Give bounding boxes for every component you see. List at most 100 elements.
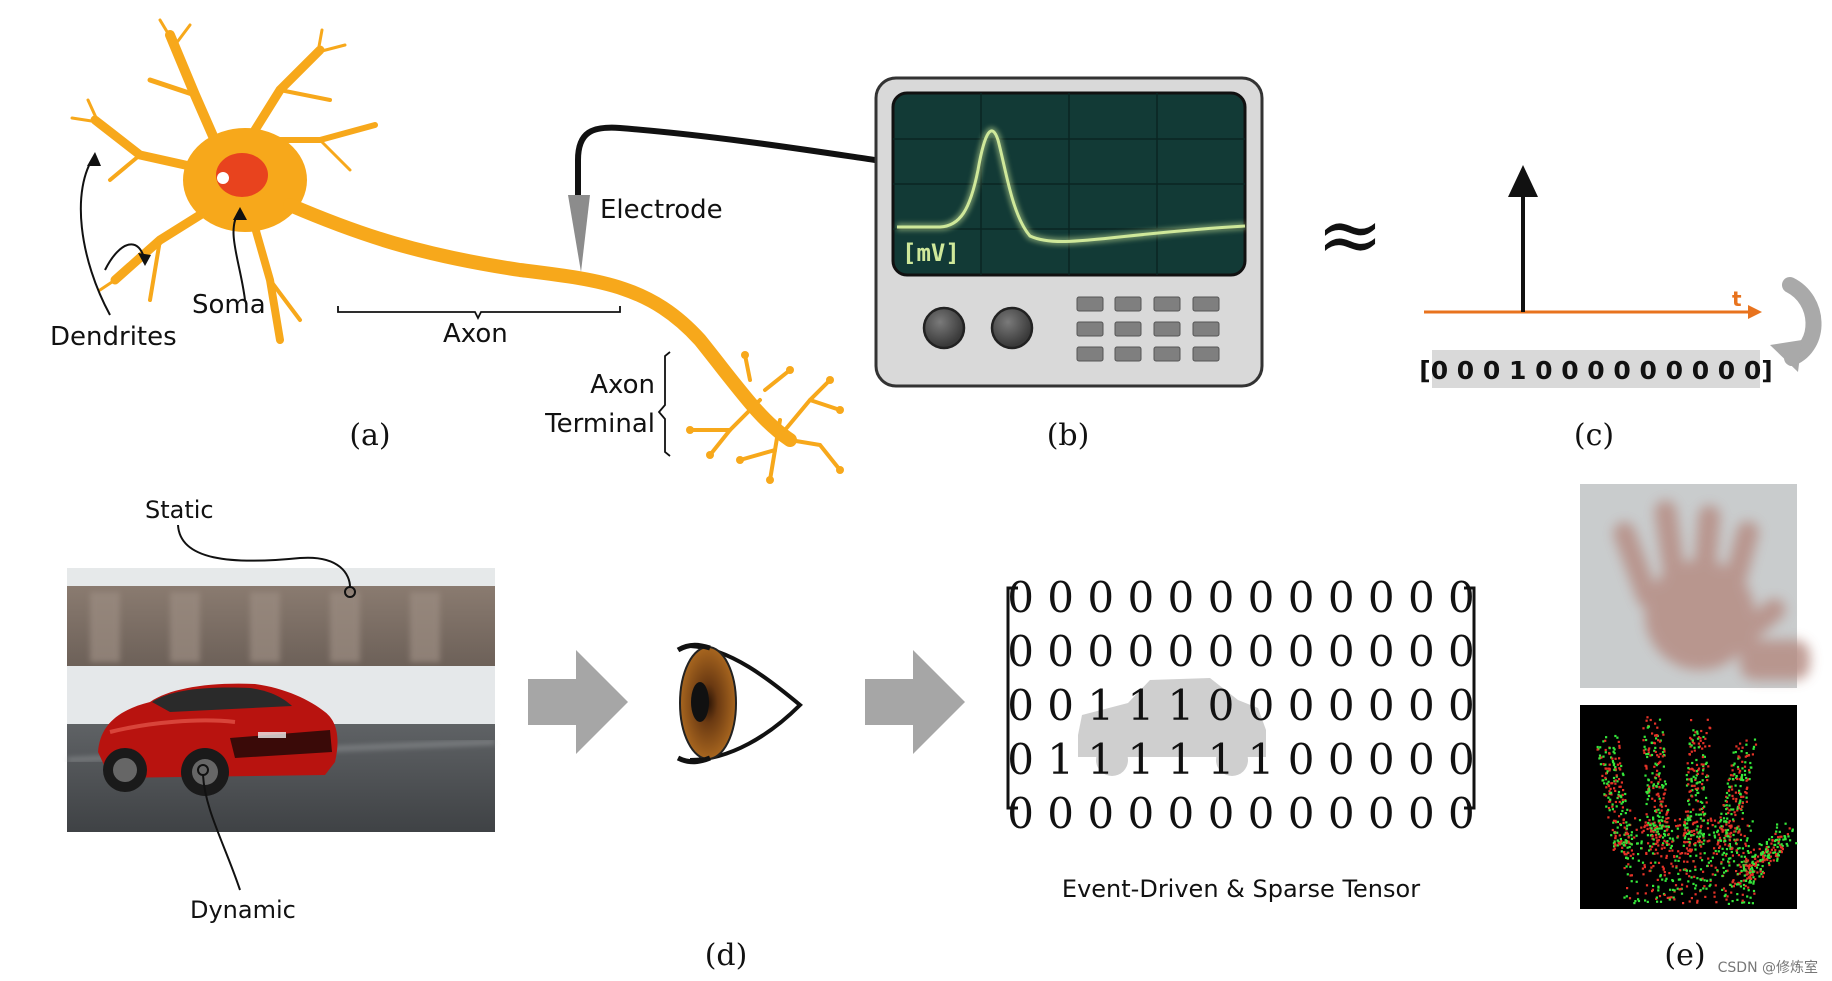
event-point <box>1665 812 1669 815</box>
event-point <box>1617 793 1620 796</box>
event-point <box>1745 857 1748 860</box>
event-point <box>1658 895 1662 898</box>
event-point <box>1701 801 1704 804</box>
event-point <box>1642 749 1645 752</box>
event-point <box>1702 842 1705 845</box>
event-point <box>1661 878 1664 881</box>
event-point <box>1647 751 1650 754</box>
event-point <box>1652 884 1655 887</box>
event-point <box>1671 849 1674 852</box>
event-point <box>1619 823 1622 827</box>
event-point <box>1736 851 1739 854</box>
event-point <box>1742 851 1745 855</box>
event-point <box>1754 878 1757 881</box>
electrode-tip <box>568 195 590 272</box>
event-point <box>1702 742 1705 745</box>
event-point <box>1773 851 1777 854</box>
event-point <box>1682 868 1685 871</box>
event-point <box>1607 816 1610 819</box>
event-point <box>1654 750 1657 754</box>
event-point <box>1653 765 1656 768</box>
event-point <box>1714 866 1717 869</box>
event-point <box>1659 752 1662 756</box>
event-point <box>1739 807 1742 811</box>
event-point <box>1762 872 1765 875</box>
event-point <box>1685 885 1689 888</box>
event-point <box>1646 784 1649 787</box>
event-point <box>1645 813 1648 816</box>
event-point <box>1603 793 1606 796</box>
event-point <box>1622 851 1626 854</box>
event-point <box>1725 848 1729 851</box>
event-point <box>1767 845 1770 848</box>
event-point <box>1636 842 1639 845</box>
event-point <box>1620 842 1623 845</box>
event-point <box>1735 775 1738 778</box>
event-point <box>1649 830 1653 833</box>
event-point <box>1749 873 1752 877</box>
event-point <box>1642 739 1645 742</box>
event-point <box>1605 805 1608 808</box>
event-point <box>1753 892 1756 895</box>
event-point <box>1721 853 1724 856</box>
event-point <box>1625 821 1628 824</box>
event-point <box>1645 790 1648 794</box>
event-point <box>1634 817 1637 820</box>
event-point <box>1626 873 1629 876</box>
event-point <box>1605 767 1608 770</box>
event-point <box>1628 897 1632 900</box>
tensor-row-2: 0 0 0 0 0 0 0 0 0 0 0 0 <box>1007 627 1475 676</box>
event-point <box>1692 729 1695 732</box>
event-point <box>1733 830 1736 833</box>
event-point <box>1649 754 1652 757</box>
event-point <box>1776 852 1779 855</box>
event-point <box>1738 771 1741 774</box>
event-point <box>1710 864 1713 867</box>
event-point <box>1606 782 1609 785</box>
event-point <box>1679 852 1682 855</box>
event-point <box>1750 870 1753 873</box>
event-point <box>1652 816 1655 819</box>
event-point <box>1775 838 1778 841</box>
axon-label: Axon <box>443 319 508 349</box>
event-point <box>1652 741 1655 744</box>
event-point <box>1669 888 1672 891</box>
event-point <box>1607 785 1611 788</box>
event-point <box>1614 819 1617 822</box>
event-point <box>1612 750 1615 753</box>
event-point <box>1733 773 1736 776</box>
event-point <box>1700 807 1703 811</box>
event-point <box>1659 760 1662 763</box>
event-point <box>1752 880 1755 883</box>
event-point <box>1675 865 1678 868</box>
event-point <box>1625 895 1628 898</box>
event-point <box>1607 780 1610 783</box>
event-point <box>1616 736 1619 739</box>
event-point <box>1614 779 1617 782</box>
event-point <box>1709 878 1712 881</box>
event-point <box>1705 775 1708 778</box>
event-point <box>1752 863 1756 866</box>
event-point <box>1741 899 1744 902</box>
event-point <box>1689 789 1692 792</box>
event-point <box>1616 839 1619 842</box>
event-point <box>1613 768 1616 771</box>
event-point <box>1636 892 1639 895</box>
event-point <box>1746 850 1749 853</box>
event-point <box>1702 813 1705 816</box>
event-point <box>1783 835 1786 838</box>
event-point <box>1699 852 1702 855</box>
event-point <box>1732 764 1735 767</box>
event-point <box>1724 854 1727 857</box>
event-point <box>1663 893 1666 896</box>
event-point <box>1706 779 1709 782</box>
event-point <box>1735 797 1738 801</box>
event-point <box>1617 795 1620 798</box>
event-point <box>1649 861 1652 864</box>
event-point <box>1688 816 1692 819</box>
event-point <box>1722 866 1725 869</box>
event-point <box>1613 748 1616 751</box>
event-point <box>1727 844 1730 847</box>
event-point <box>1774 843 1777 846</box>
event-point <box>1690 830 1693 833</box>
